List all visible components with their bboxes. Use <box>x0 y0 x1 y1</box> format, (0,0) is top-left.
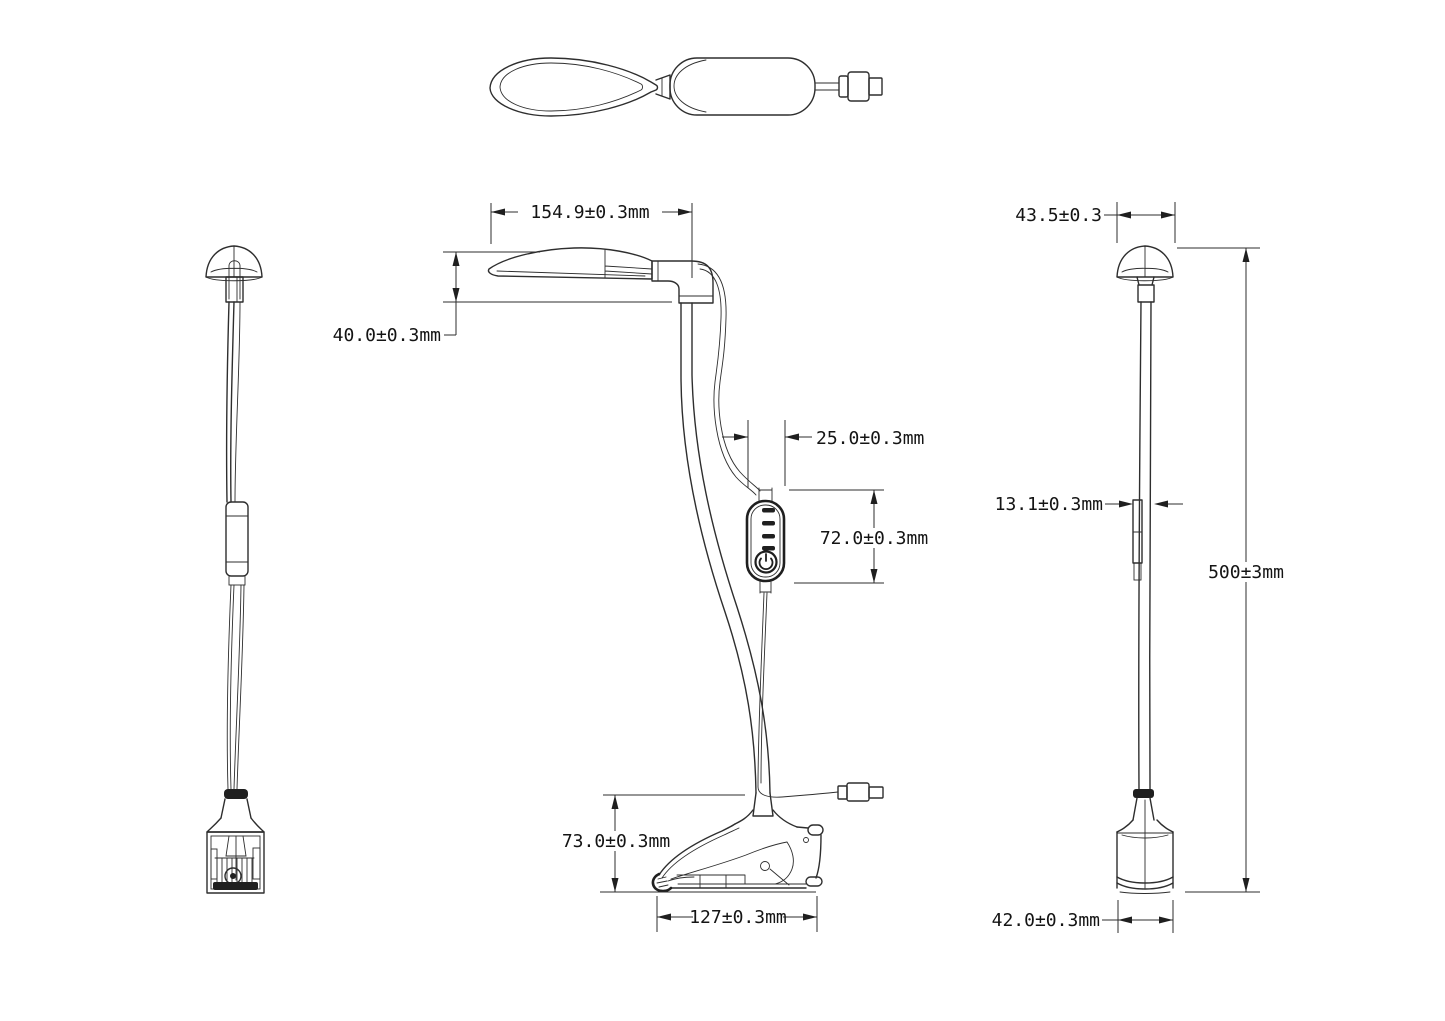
dimension-label-clip-width: 127±0.3mm <box>689 907 787 928</box>
dimension-pod-width: 25.0±0.3mm <box>722 420 924 488</box>
dimension-pod-depth: 13.1±0.3mm <box>995 494 1183 515</box>
gooseneck-pole <box>680 302 771 794</box>
lamp-head-profile <box>487 247 653 280</box>
dimension-clip-width: 127±0.3mm <box>656 896 818 932</box>
clip-teeth-tip <box>651 872 673 893</box>
dimension-label-head-width: 154.9±0.3mm <box>530 202 649 223</box>
dimension-label-overall-height: 500±3mm <box>1208 562 1284 583</box>
base-collar-ring <box>1133 789 1154 798</box>
clip-pad-bar <box>213 882 258 890</box>
dimension-label-pod-height: 72.0±0.3mm <box>820 528 928 549</box>
base-flare <box>1116 819 1174 833</box>
power-cables <box>226 584 245 790</box>
clip-hinge-roller <box>807 824 824 836</box>
dimension-label-head-depth: 43.5±0.3 <box>1015 205 1102 226</box>
control-pod-body <box>745 499 786 583</box>
base-flare <box>206 817 265 833</box>
dimension-overall-height: 500±3mm <box>1177 247 1288 893</box>
gooseneck-pole <box>225 301 235 503</box>
dimension-head-height: 40.0±0.3mm <box>333 251 672 346</box>
mode-indicator-bars-icon <box>762 508 775 551</box>
clip-pivot-hole <box>760 861 770 871</box>
lamp-head-top-outline <box>489 57 659 117</box>
clip-base <box>651 792 824 893</box>
head-neck <box>1137 284 1155 303</box>
usb-connector-icon <box>814 71 883 102</box>
lamp-cable <box>697 263 761 496</box>
dimension-clip-height: 73.0±0.3mm <box>562 794 816 893</box>
dimension-base-width: 42.0±0.3mm <box>992 900 1174 933</box>
elbow-joint <box>651 260 714 304</box>
left-side-view <box>205 245 265 894</box>
control-pod-edge <box>1132 499 1143 564</box>
right-side-view <box>1116 245 1174 894</box>
power-icon <box>754 550 778 574</box>
base-collar-ring <box>224 789 248 799</box>
dimension-head-width: 154.9±0.3mm <box>490 202 693 278</box>
dimension-label-pod-width: 25.0±0.3mm <box>816 428 924 449</box>
dimension-label-base-width: 42.0±0.3mm <box>992 910 1100 931</box>
top-view <box>489 57 883 117</box>
pod-cable <box>757 592 807 798</box>
dimension-label-pod-depth: 13.1±0.3mm <box>995 494 1103 515</box>
clip-foot <box>805 876 823 887</box>
dimension-label-clip-height: 73.0±0.3mm <box>562 831 670 852</box>
usb-connector-icon <box>805 782 884 802</box>
adapter-body-top <box>669 57 816 116</box>
base-cylinder <box>1116 831 1174 889</box>
front-view <box>487 247 884 893</box>
clip-base-rear <box>206 831 265 894</box>
control-pod <box>745 487 786 594</box>
clip-inner-jaw <box>670 841 794 886</box>
dimension-head-depth: 43.5±0.3 <box>1015 202 1176 243</box>
dimension-pod-height: 72.0±0.3mm <box>789 489 928 584</box>
gooseneck-pole <box>1138 301 1152 790</box>
clip-upper-arm <box>658 823 809 876</box>
lamp-head-top-inner <box>499 62 643 112</box>
control-pod-side <box>225 501 249 577</box>
dimension-label-head-height: 40.0±0.3mm <box>333 325 441 346</box>
